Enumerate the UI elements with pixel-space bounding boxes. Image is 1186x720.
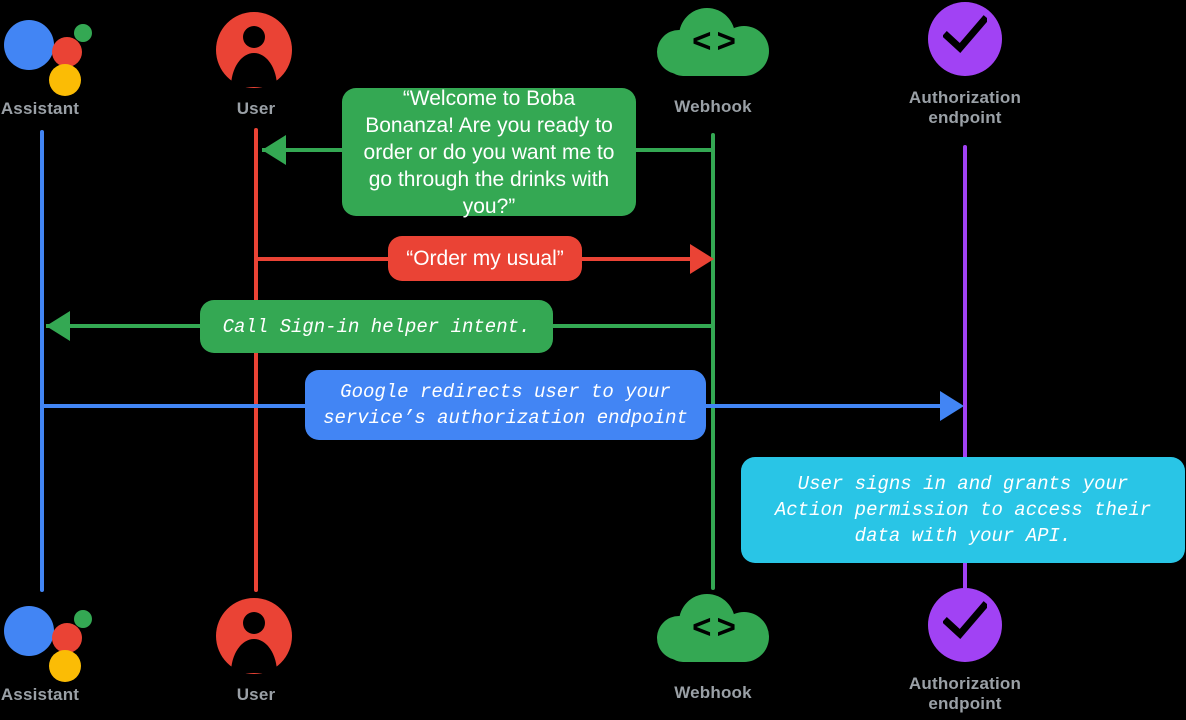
lifeline-webhook [711,133,715,590]
checkmark-glyph [943,15,987,54]
msg-order-bubble: “Order my usual” [388,236,582,281]
purple-checkmark-icon [928,2,1002,76]
lifeline-user [254,128,258,592]
assistant-dot-blue [4,20,54,70]
actor-label-assistant-top: Assistant [0,99,80,118]
lifeline-auth [963,145,967,592]
checkmark-glyph-bottom [943,601,987,640]
assistant-dot-blue-bottom [4,606,54,656]
assistant-dot-green-bottom [74,610,92,628]
actor-label-assistant-bottom: Assistant [0,685,80,704]
user-avatar-icon-bottom [216,598,292,674]
msg-signin-bubble: Call Sign-in helper intent. [200,300,553,353]
msg-welcome-bubble: “Welcome to Boba Bonanza! Are you ready … [342,87,636,218]
code-brackets-glyph: < > [692,22,736,59]
actor-label-auth-bottom: Authorization endpoint [908,674,1022,713]
cloud-code-icon: < > [657,8,769,86]
user-avatar-icon [216,12,292,88]
msg-signin-arrowhead [46,311,70,341]
purple-checkmark-icon-bottom [928,588,1002,662]
assistant-dot-yellow [49,64,81,96]
actor-label-auth-top: Authorization endpoint [908,88,1022,127]
msg-order-arrowhead [690,244,714,274]
cloud-code-icon-bottom: < > [657,594,769,672]
code-brackets-glyph-bottom: < > [692,608,736,645]
msg-redirect-bubble: Google redirects user to your service’s … [305,370,706,440]
cloud-blob-4 [665,40,761,76]
actor-label-user-bottom: User [236,685,276,704]
assistant-dot-red-bottom [52,623,82,653]
cloud-blob-4-bottom [665,626,761,662]
msg-redirect-arrowhead [940,391,964,421]
actor-label-webhook-top: Webhook [674,97,752,116]
assistant-dot-green [74,24,92,42]
assistant-dot-red [52,37,82,67]
google-assistant-icon [4,12,92,96]
msg-grant-bubble: User signs in and grants your Action per… [741,457,1185,563]
actor-label-webhook-bottom: Webhook [674,683,752,702]
user-avatar-head [243,26,265,48]
actor-label-user-top: User [236,99,276,118]
google-assistant-icon-bottom [4,598,92,682]
user-avatar-head-bottom [243,612,265,634]
assistant-dot-yellow-bottom [49,650,81,682]
msg-welcome-arrowhead [262,135,286,165]
lifeline-assistant [40,130,44,592]
